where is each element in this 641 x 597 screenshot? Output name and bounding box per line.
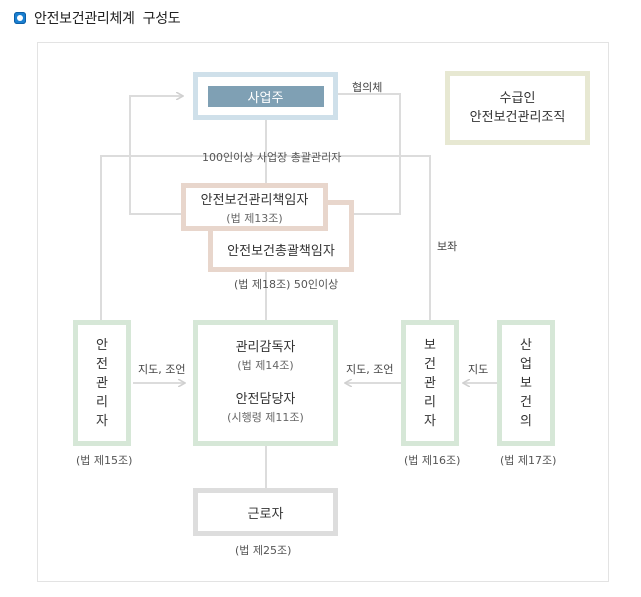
line-safety-manager-up <box>100 155 266 322</box>
safety-manager-name: 안전관리자 <box>96 337 108 429</box>
industrial-doctor-law: (법 제17조) <box>500 454 557 467</box>
general-safety-law: (법 제18조) 50인이상 <box>234 278 339 291</box>
supervisor-name: 관리감독자 <box>235 340 296 355</box>
bullet-icon <box>14 12 26 24</box>
supervisor-block: 관리감독자 (법 제14조) <box>236 340 296 374</box>
general-safety-officer-name: 안전보건총괄책임자 <box>227 243 335 259</box>
guide-label: 지도 <box>468 363 489 376</box>
assist-label: 보좌 <box>437 240 458 253</box>
health-manager-name: 보건관리자 <box>424 337 436 429</box>
council-label: 협의체 <box>352 81 383 94</box>
industrial-doctor-box: 산업보건의 <box>497 320 555 446</box>
health-manager-box: 보건관리자 <box>401 320 459 446</box>
safety-staff-law: (시행령 제11조) <box>227 411 304 424</box>
line-health-manager-up <box>266 155 431 322</box>
safety-staff-block: 안전담당자 (시행령 제11조) <box>227 392 304 426</box>
safety-health-officer-box: 안전보건관리책임자 (법 제13조) <box>181 183 328 231</box>
safety-staff-name: 안전담당자 <box>235 392 296 407</box>
worker-law: (법 제25조) <box>235 544 292 557</box>
guide-advise-right-label: 지도, 조언 <box>346 363 394 376</box>
safety-health-officer-law: (법 제13조) <box>226 211 283 225</box>
health-manager-law: (법 제16조) <box>404 454 461 467</box>
subcontractor-box: 수급인 안전보건관리조직 <box>445 71 590 145</box>
supervisor-box: 관리감독자 (법 제14조) 안전담당자 (시행령 제11조) <box>193 320 338 446</box>
general-manager-label: 100인이상 사업장 총괄관리자 <box>202 151 342 164</box>
guide-advise-left-label: 지도, 조언 <box>138 363 186 376</box>
safety-manager-box: 안전관리자 <box>73 320 131 446</box>
supervisor-law: (법 제14조) <box>237 359 294 372</box>
safety-health-officer-name: 안전보건관리책임자 <box>200 192 309 208</box>
worker-name: 근로자 <box>247 506 284 522</box>
subcontractor-line2: 안전보건관리조직 <box>469 110 566 125</box>
line-council <box>338 93 401 215</box>
industrial-doctor-name: 산업보건의 <box>520 337 532 429</box>
owner-label: 사업주 <box>207 85 324 107</box>
safety-manager-law: (법 제15조) <box>76 454 133 467</box>
owner-box: 사업주 <box>193 72 338 120</box>
worker-box: 근로자 <box>193 488 338 536</box>
subcontractor-line1: 수급인 <box>499 91 536 106</box>
